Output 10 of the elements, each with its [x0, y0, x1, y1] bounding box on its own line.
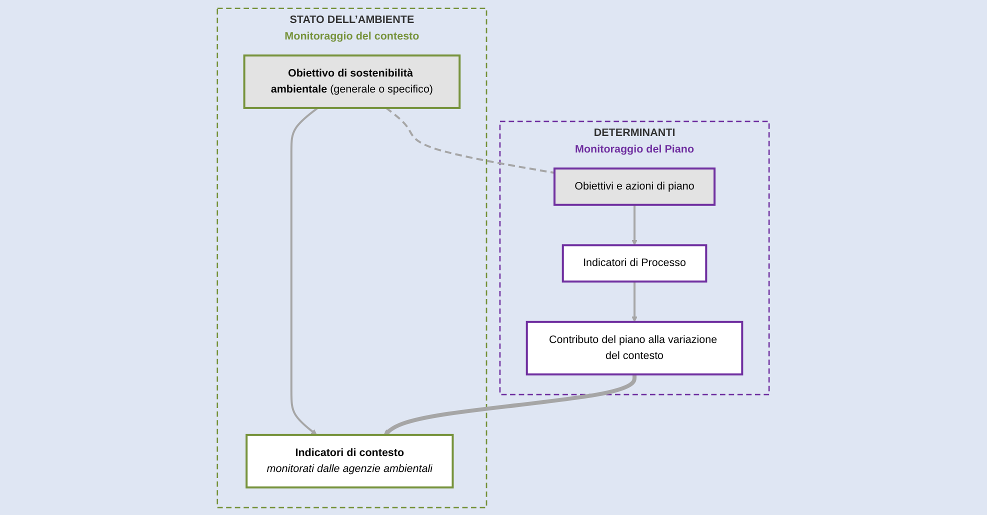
arrow: [290, 106, 319, 435]
node-box: Indicatori di contesto monitorati dalle agenzie ambientali: [246, 433, 454, 488]
arrow: [384, 374, 637, 435]
node-box: Indicatori di Processo: [562, 244, 708, 282]
arrow: [632, 281, 638, 322]
node-box: Contributo del piano alla variazione del contesto: [526, 320, 744, 375]
connector: [386, 106, 555, 174]
arrow: [632, 204, 638, 245]
node-box: Obiettivo di sostenibilità ambientale (generale o specifico): [244, 54, 461, 108]
node-box: Obiettivi e azioni di piano: [554, 167, 716, 206]
